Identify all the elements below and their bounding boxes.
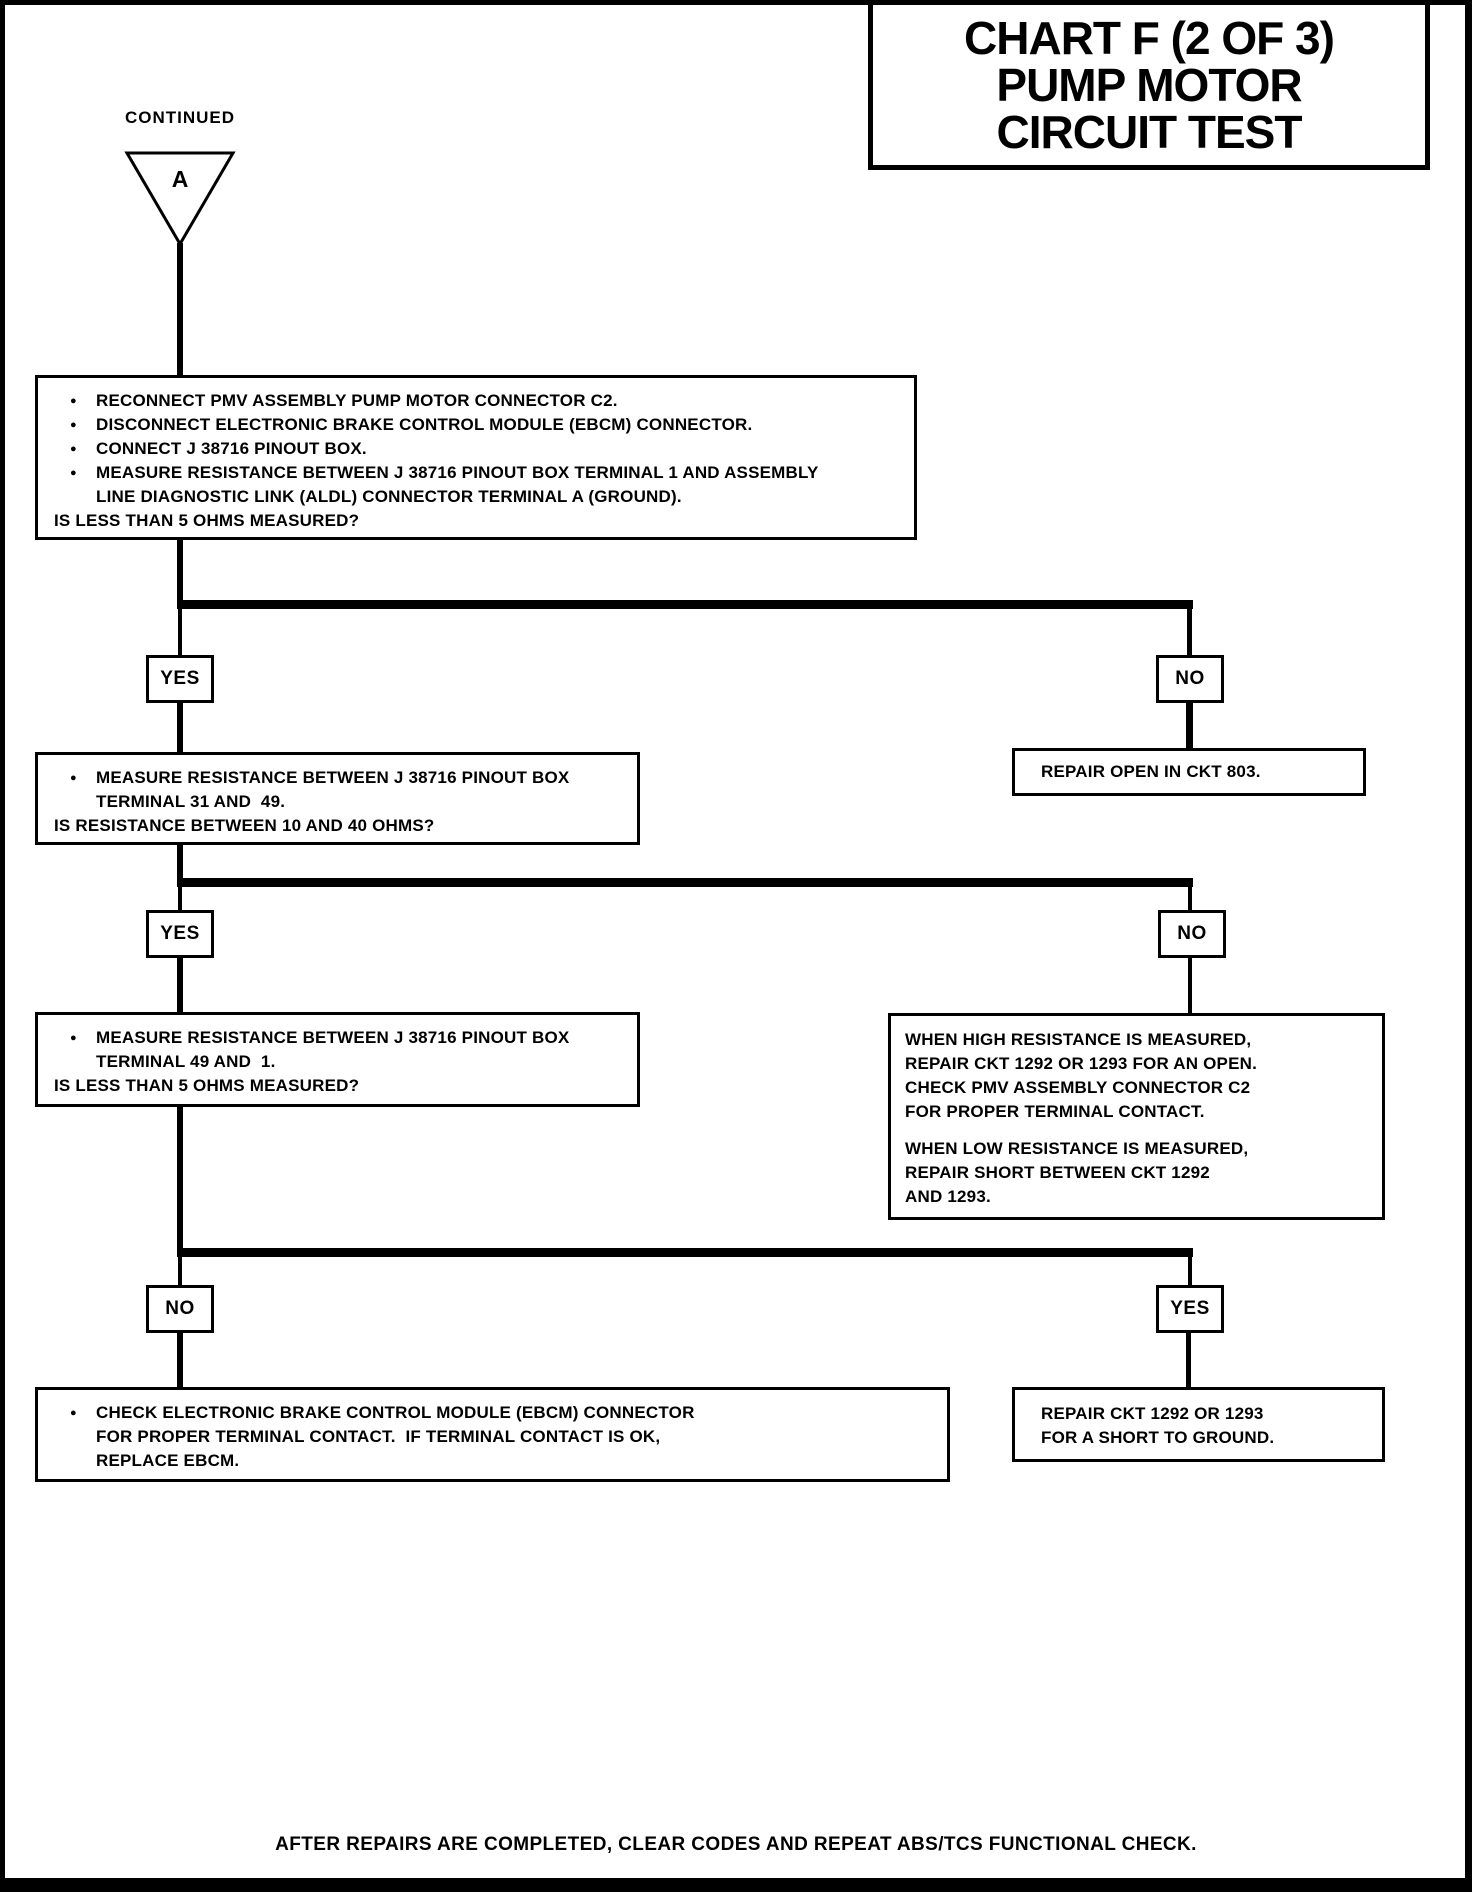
text-line: RECONNECT PMV ASSEMBLY PUMP MOTOR CONNEC… (46, 389, 906, 413)
line-step2-to-branch2 (177, 845, 183, 878)
line-yes1-to-step2 (177, 703, 183, 752)
text-line: CHART F (2 OF 3) (964, 11, 1335, 64)
yes-label-2: YES (146, 910, 214, 958)
no-label-1: NO (1156, 655, 1224, 703)
text-line: TERMINAL 49 AND 1. (96, 1052, 276, 1071)
text-line: WHEN HIGH RESISTANCE IS MEASURED, (905, 1030, 1252, 1049)
text-line: IS LESS THAN 5 OHMS MEASURED? (54, 511, 360, 530)
line-branch2-to-no2 (1188, 887, 1192, 910)
line-step1-to-branch1 (177, 540, 183, 604)
check-ebcm-box: CHECK ELECTRONIC BRAKE CONTROL MODULE (E… (35, 1387, 950, 1482)
text-line: CHECK PMV ASSEMBLY CONNECTOR C2 (905, 1078, 1251, 1097)
text-line: REPAIR SHORT BETWEEN CKT 1292 (905, 1163, 1210, 1182)
text-line: AND 1293. (905, 1187, 991, 1206)
line-yes3-to-repair-short (1186, 1333, 1191, 1387)
text-line: FOR PROPER TERMINAL CONTACT. IF TERMINAL… (96, 1427, 661, 1446)
text-line: MEASURE RESISTANCE BETWEEN J 38716 PINOU… (46, 766, 629, 790)
line-step3-to-branch3 (177, 1107, 183, 1248)
text-line: WHEN LOW RESISTANCE IS MEASURED, (905, 1139, 1249, 1158)
text-line: IS LESS THAN 5 OHMS MEASURED? (54, 1076, 360, 1095)
line-branch2-horizontal (177, 878, 1193, 887)
line-yes2-to-step3 (177, 958, 183, 1012)
resistance-explain-box: WHEN HIGH RESISTANCE IS MEASURED, REPAIR … (888, 1013, 1385, 1220)
text-line: CONNECT J 38716 PINOUT BOX. (46, 437, 906, 461)
line-branch1-to-yes1 (178, 609, 182, 655)
text-line: REPAIR CKT 1292 OR 1293 (1041, 1404, 1264, 1423)
text-line: PUMP MOTOR (996, 58, 1302, 111)
step-box-1: RECONNECT PMV ASSEMBLY PUMP MOTOR CONNEC… (35, 375, 917, 540)
no-label-2: NO (1158, 910, 1226, 958)
text-line: MEASURE RESISTANCE BETWEEN J 38716 PINOU… (46, 1026, 629, 1050)
connector-triangle-icon (124, 150, 236, 247)
step-box-3: MEASURE RESISTANCE BETWEEN J 38716 PINOU… (35, 1012, 640, 1107)
footer-note: AFTER REPAIRS ARE COMPLETED, CLEAR CODES… (275, 1834, 1197, 1855)
step-box-2: MEASURE RESISTANCE BETWEEN J 38716 PINOU… (35, 752, 640, 845)
repair-open-text: REPAIR OPEN IN CKT 803. (1041, 762, 1261, 781)
line-branch2-to-yes2 (178, 887, 182, 910)
continued-label: CONTINUED (124, 108, 236, 127)
text-line: MEASURE RESISTANCE BETWEEN J 38716 PINOU… (46, 461, 906, 485)
line-no2-to-explain (1188, 958, 1192, 1013)
line-branch1-horizontal (177, 600, 1193, 609)
yes-label-1: YES (146, 655, 214, 703)
yes-label-3: YES (1156, 1285, 1224, 1333)
line-no1-to-repair-open (1186, 703, 1193, 748)
text-line: REPLACE EBCM. (96, 1451, 240, 1470)
repair-open-box: REPAIR OPEN IN CKT 803. (1012, 748, 1366, 796)
line-branch3-to-yes3 (1188, 1257, 1192, 1285)
text-line: LINE DIAGNOSTIC LINK (ALDL) CONNECTOR TE… (96, 487, 682, 506)
line-branch3-horizontal (177, 1248, 1193, 1257)
connector-letter: A (171, 166, 189, 192)
text-line: REPAIR CKT 1292 OR 1293 FOR AN OPEN. (905, 1054, 1258, 1073)
text-line: IS RESISTANCE BETWEEN 10 AND 40 OHMS? (54, 816, 435, 835)
line-branch3-to-no3 (178, 1257, 182, 1285)
line-triangle-to-step1 (177, 243, 183, 377)
text-line: FOR A SHORT TO GROUND. (1041, 1428, 1275, 1447)
line-branch1-to-no1 (1187, 609, 1192, 655)
no-label-3: NO (146, 1285, 214, 1333)
text-line: TERMINAL 31 AND 49. (96, 792, 286, 811)
text-line: CHECK ELECTRONIC BRAKE CONTROL MODULE (E… (46, 1401, 939, 1425)
text-line: CIRCUIT TEST (996, 105, 1303, 158)
text-line: FOR PROPER TERMINAL CONTACT. (905, 1102, 1205, 1121)
text-line: DISCONNECT ELECTRONIC BRAKE CONTROL MODU… (46, 413, 906, 437)
line-no3-to-check-ebcm (177, 1333, 183, 1387)
